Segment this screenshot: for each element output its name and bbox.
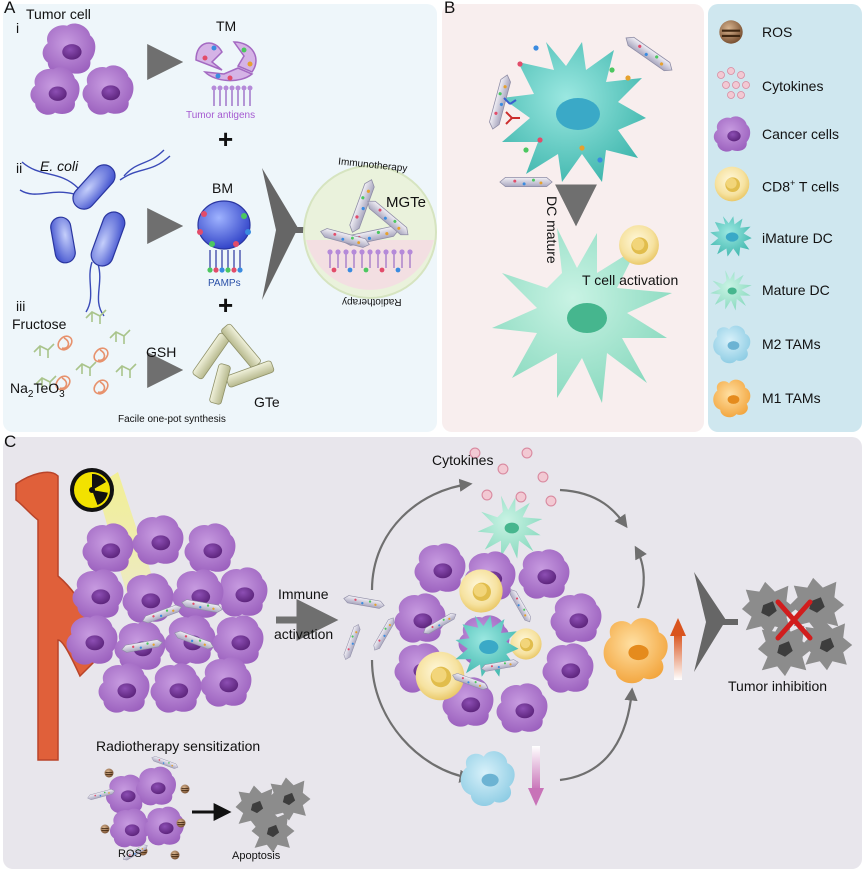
immature-dc-icon: [710, 216, 752, 257]
immune-label: Immune: [278, 586, 329, 602]
legend-label-cytokines: Cytokines: [762, 78, 824, 94]
curved-arrow-icon: [370, 659, 473, 783]
tumor-membrane-icon: [195, 41, 257, 106]
tumor-cell-icon: [30, 67, 80, 115]
dc-mature-label: DC mature: [544, 196, 560, 264]
merge-arrow-icon: [262, 168, 298, 300]
radiation-icon: [70, 468, 114, 512]
legend-label-m1-tams: M1 TAMs: [762, 390, 821, 406]
pamps-label: PAMPs: [208, 278, 241, 289]
blood-vessel-icon: [15, 471, 98, 761]
curved-arrow-icon: [634, 545, 647, 609]
apoptosis-label: Apoptosis: [232, 850, 281, 862]
mgte-rod-icon: [342, 594, 397, 662]
na2teo3-sub: 2: [27, 388, 34, 400]
gte-label: GTe: [254, 394, 280, 410]
radiotherapy-sensitization-label: Radiotherapy sensitization: [96, 738, 261, 754]
immature-dc-cell-icon: [502, 42, 646, 182]
legend-label-cd8-text: T cells: [795, 178, 840, 195]
increase-arrow-icon: [670, 618, 686, 636]
fructose-label: Fructose: [12, 316, 67, 332]
mgte-label: MGTe: [386, 194, 427, 211]
cd8-t-cell-icon: [714, 166, 750, 202]
na2teo3-sub: 3: [59, 388, 65, 400]
tumor-inhibition-label: Tumor inhibition: [728, 678, 828, 694]
roman-ii-label: ii: [16, 160, 23, 176]
cytokines-icon: [717, 67, 750, 99]
tm-label: TM: [216, 18, 237, 34]
curved-arrow-icon: [559, 687, 638, 782]
e-coli-icon: [19, 149, 171, 317]
tumor-microenvironment-icon: [394, 543, 602, 733]
synthesis-label: Facile one-pot synthesis: [118, 414, 226, 425]
na2teo3-text: TeO: [33, 380, 60, 396]
legend-label-cd8-t-cells: CD8+ T cells: [762, 178, 839, 195]
roman-i-label: i: [16, 20, 20, 36]
tumor-cell-icon: [42, 23, 96, 75]
m1-tam-icon: [713, 379, 751, 418]
decrease-arrow-icon: [532, 746, 540, 790]
legend-label-mature-dc: Mature DC: [762, 282, 830, 298]
mature-dc-icon: [477, 495, 543, 559]
m2-tam-icon: [460, 751, 515, 807]
panel-label-a: A: [4, 0, 16, 17]
radiotherapy-label: Radiotherapy: [342, 296, 402, 307]
m2-tam-icon: [713, 325, 751, 364]
curved-arrow-icon: [370, 478, 473, 591]
plus-sign: +: [218, 290, 234, 320]
m1-tam-icon: [603, 618, 668, 684]
inhibition-cross-icon: [775, 599, 813, 641]
apoptotic-cells-icon: [235, 777, 311, 853]
roman-iii-label: iii: [16, 298, 26, 314]
panel-label-b: B: [444, 0, 456, 17]
increase-arrow-icon: [674, 634, 682, 680]
tumor-cell-icon: [82, 65, 134, 115]
legend-label-cd8-text: CD8: [762, 178, 791, 195]
mature-dc-icon: [710, 270, 752, 311]
legend-label-immature-dc: iMature DC: [762, 230, 833, 246]
cytokines-label: Cytokines: [432, 452, 494, 468]
curved-arrow-icon: [559, 488, 628, 529]
decrease-arrow-icon: [528, 788, 544, 806]
bm-label: BM: [212, 180, 233, 196]
cd8-t-cell-icon: [619, 225, 659, 265]
antigen-particles-icon: [503, 45, 631, 163]
ros-label: ROS: [118, 848, 142, 860]
legend-label-m2-tams: M2 TAMs: [762, 336, 821, 352]
cancer-cell-icon: [713, 116, 751, 152]
tumor-mass-icon: [66, 515, 268, 713]
panel-label-c: C: [4, 432, 17, 451]
tumor-cell-label: Tumor cell: [26, 6, 91, 22]
legend-label-cd8-sup: +: [790, 178, 796, 188]
irradiated-cells-icon: [86, 755, 190, 862]
na2teo3-label: Na2TeO3: [10, 380, 65, 400]
legend-label-cancer-cells: Cancer cells: [762, 126, 840, 142]
bacterial-membrane-icon: [197, 200, 251, 273]
na2teo3-text: Na: [10, 380, 28, 396]
tumor-antigens-label: Tumor antigens: [186, 110, 256, 121]
t-cell-activation-label: T cell activation: [582, 272, 679, 288]
e-coli-label: E. coli: [40, 158, 79, 174]
mgte-nanoparticle-icon: [303, 165, 437, 299]
activation-label: activation: [274, 626, 334, 642]
gte-nanorod-icon: [192, 323, 275, 405]
na2teo3-icon: [55, 335, 109, 395]
ros-icon: [718, 19, 744, 45]
fructose-icon: [33, 309, 137, 390]
legend-label-ros: ROS: [762, 24, 793, 40]
plus-sign: +: [218, 124, 234, 154]
gsh-label: GSH: [146, 344, 177, 360]
